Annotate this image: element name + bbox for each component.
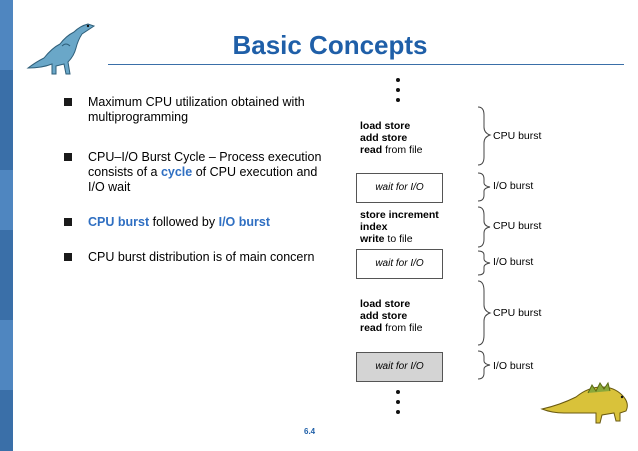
title-divider	[108, 64, 624, 65]
instruction-block: load store add store read from file	[360, 120, 422, 156]
square-bullet-icon	[64, 218, 72, 226]
square-bullet-icon	[64, 98, 72, 106]
cpu-burst-label: CPU burst	[493, 307, 542, 319]
bullet-text: Maximum CPU utilization obtained with mu…	[88, 95, 305, 124]
bullet-item: CPU burst distribution is of main concer…	[64, 250, 324, 266]
ellipsis-dot	[396, 88, 400, 92]
instruction-keyword: read	[360, 144, 383, 156]
highlight-term: I/O burst	[218, 215, 271, 229]
dinosaur-logo-icon	[26, 23, 96, 75]
instruction-rest: to file	[384, 233, 413, 245]
wait-io-box: wait for I/O	[356, 249, 443, 279]
instruction-line: index	[360, 221, 388, 233]
bullet-text-part: of CPU execution and I/O wait	[88, 165, 318, 194]
curly-brace-icon	[477, 350, 491, 380]
instruction-block: load store add store read from file	[360, 298, 422, 334]
bullet-item: Maximum CPU utilization obtained with mu…	[64, 95, 324, 127]
sidebar-segment	[0, 170, 13, 230]
instruction-line: add store	[360, 132, 408, 144]
instruction-rest: from file	[382, 144, 423, 156]
bullet-text: CPU burst followed by I/O burst	[88, 215, 328, 230]
curly-brace-icon	[477, 106, 492, 166]
ellipsis-dot	[396, 410, 400, 414]
dinosaur-mascot-icon	[540, 381, 628, 424]
bullet-item: CPU–I/O Burst Cycle – Process execution …	[64, 150, 324, 198]
io-burst-label: I/O burst	[493, 256, 534, 268]
bullet-text-part: followed by	[149, 215, 219, 229]
cpu-burst-label: CPU burst	[493, 130, 542, 142]
instruction-keyword: read	[360, 322, 383, 334]
bullet-text: CPU burst distribution is of main concer…	[88, 250, 315, 264]
bullet-item: CPU burst followed by I/O burst	[64, 215, 324, 231]
ellipsis-dot	[396, 98, 400, 102]
io-burst-label: I/O burst	[493, 360, 534, 372]
curly-brace-icon	[477, 250, 491, 276]
bullet-text-part: CPU–I/O Burst Cycle – Process execution …	[88, 150, 322, 179]
ellipsis-dot	[396, 390, 400, 394]
instruction-line: store increment	[360, 209, 439, 221]
sidebar-segment	[0, 0, 13, 70]
curly-brace-icon	[477, 280, 492, 346]
io-burst-label: I/O burst	[493, 180, 534, 192]
square-bullet-icon	[64, 253, 72, 261]
instruction-line: load store	[360, 298, 411, 310]
instruction-block: store increment index write to file	[360, 209, 439, 245]
instruction-line: add store	[360, 310, 408, 322]
brace-group	[477, 106, 492, 380]
wait-io-box: wait for I/O	[356, 173, 443, 203]
slide-title: Basic Concepts	[232, 30, 428, 60]
curly-brace-icon	[477, 172, 491, 202]
ellipsis-dot	[396, 400, 400, 404]
sidebar-segment	[0, 320, 13, 390]
curly-brace-icon	[477, 206, 491, 248]
cpu-burst-label: CPU burst	[493, 220, 542, 232]
highlight-term: CPU burst	[88, 215, 150, 229]
bullet-text: CPU–I/O Burst Cycle – Process execution …	[88, 150, 328, 195]
instruction-rest: from file	[382, 322, 423, 334]
wait-io-box-active: wait for I/O	[356, 352, 443, 382]
page-number: 6.4	[304, 427, 316, 436]
slide-sidebar	[0, 0, 13, 451]
highlight-term: cycle	[160, 165, 193, 179]
ellipsis-dot	[396, 78, 400, 82]
square-bullet-icon	[64, 153, 72, 161]
instruction-keyword: write	[360, 233, 385, 245]
instruction-line: load store	[360, 120, 411, 132]
